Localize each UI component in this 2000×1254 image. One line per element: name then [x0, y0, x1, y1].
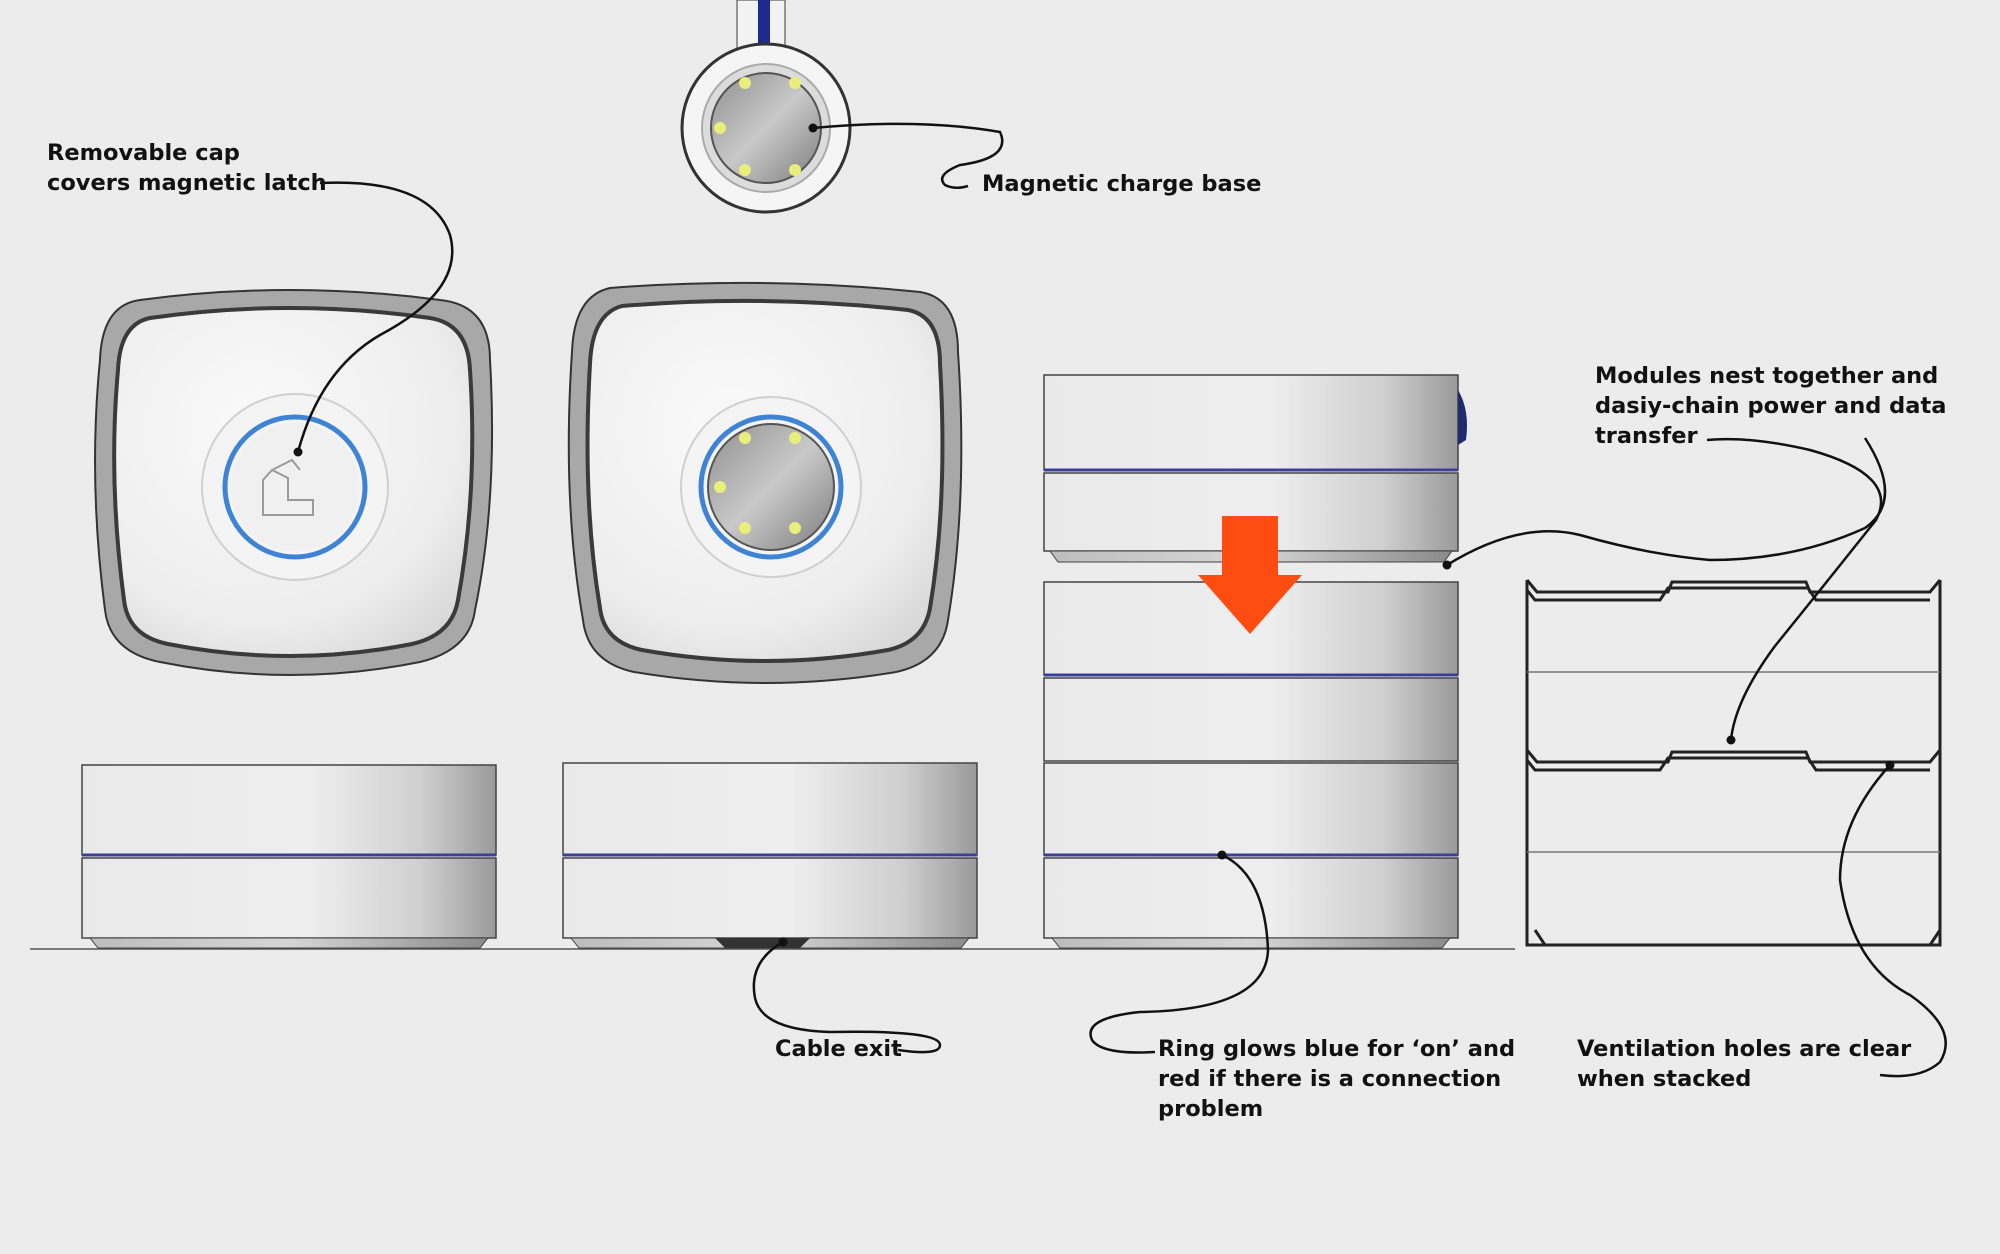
stacked-cross-section — [1525, 579, 1942, 947]
annotation-modules-nest: Modules nest together and dasiy-chain po… — [1595, 361, 1946, 451]
annotation-line: covers magnetic latch — [47, 170, 327, 196]
annotation-line: Magnetic charge base — [982, 171, 1262, 197]
annotation-line: problem — [1158, 1096, 1264, 1122]
leader-lines — [296, 122, 1947, 1078]
annotation-charge-base: Magnetic charge base — [982, 169, 1261, 199]
annotation-line: dasiy-chain power and data — [1595, 393, 1947, 419]
annotation-line: Removable cap — [47, 140, 240, 166]
annotation-line: Cable exit — [775, 1036, 902, 1062]
annotation-line: Modules nest together and — [1595, 363, 1939, 389]
stacked-modules — [1043, 374, 1467, 949]
stack-down-arrow-icon — [1198, 516, 1302, 634]
magnetic-connector-icon — [707, 423, 835, 551]
module-side-view-1 — [81, 764, 497, 949]
magnetic-charge-base — [680, 0, 852, 214]
annotation-line: Ventilation holes are clear — [1577, 1036, 1912, 1062]
annotation-cable-exit: Cable exit — [775, 1034, 902, 1064]
module-top-view-cap — [94, 289, 494, 676]
annotation-line: when stacked — [1577, 1066, 1752, 1092]
annotation-line: Ring glows blue for ‘on’ and — [1158, 1036, 1516, 1062]
cap-logo-icon — [262, 458, 314, 516]
annotation-line: red if there is a connection — [1158, 1066, 1502, 1092]
annotation-ring-glow: Ring glows blue for ‘on’ and red if ther… — [1158, 1034, 1515, 1124]
annotation-line: transfer — [1595, 423, 1698, 449]
leader-dots — [293, 123, 1895, 947]
annotation-ventilation: Ventilation holes are clear when stacked — [1577, 1034, 1911, 1094]
module-top-view-connector — [567, 281, 963, 684]
annotation-removable-cap: Removable cap covers magnetic latch — [47, 138, 327, 198]
module-side-view-2 — [562, 762, 978, 949]
